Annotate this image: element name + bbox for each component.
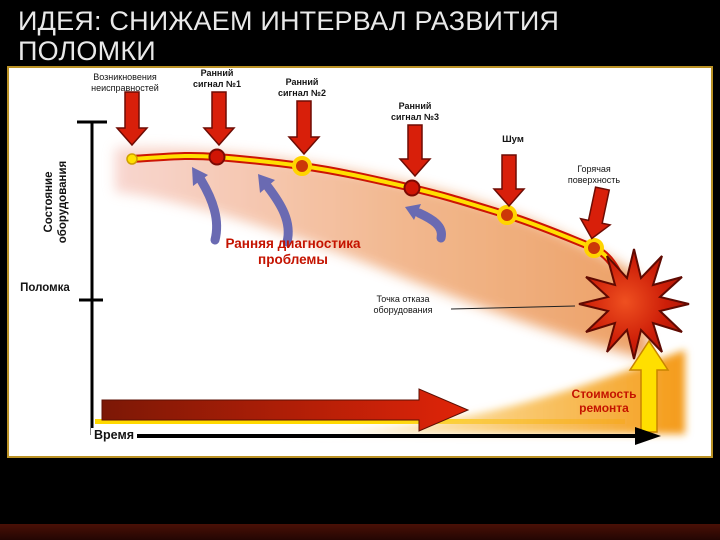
failure-starburst [578,248,690,360]
diagnostic-arrow-3 [405,204,446,243]
diagnostic-arrow-1 [192,167,222,245]
signal-point-2 [292,156,312,176]
breakdown-label: Поломка [20,282,70,294]
hot-surface-arrow [579,186,612,240]
x-axis-label: Время [91,428,137,443]
bottom-accent-bar [0,524,720,540]
signal-point-5 [584,238,604,258]
label-failure-point: Точка отказа оборудования [373,294,433,315]
fault-origin-arrow [115,91,149,147]
diagram-panel: Возникновения неисправностей Ранний сигн… [7,66,713,458]
early-signal-arrow-1 [202,91,236,147]
signal-point-start [126,153,138,165]
noise-arrow [492,154,526,208]
label-early-diagnostics: Ранняя диагностика проблемы [225,236,361,267]
label-early-signal-1: Ранний сигнал №1 [193,68,241,89]
label-noise: Шум [502,134,524,145]
label-fault-origin: Возникновения неисправностей [91,72,159,93]
early-signal-arrow-2 [287,100,321,156]
repair-cost-glow [259,350,685,434]
label-early-signal-2: Ранний сигнал №2 [278,77,326,98]
label-hot-surface: Горячая поверхность [567,164,621,185]
diagnostic-arrow-2 [258,174,293,247]
signal-point-4 [497,205,517,225]
cost-baseline [95,419,625,424]
early-signal-arrow-3 [398,124,432,178]
label-repair-cost: Стоимость ремонта [571,387,637,416]
cost-growth-arrow [101,388,470,432]
signal-point-3 [403,179,421,197]
diagram-canvas [77,91,690,445]
failure-point-leader [450,305,576,310]
signal-point-1 [208,148,226,166]
failure-development-band [115,147,651,360]
repair-cost-arrow [628,339,670,433]
x-axis-arrowhead [635,427,661,445]
y-axis-label: Состояние оборудования [43,160,69,244]
slide-title: ИДЕЯ: СНИЖАЕМ ИНТЕРВАЛ РАЗВИТИЯ ПОЛОМКИ [18,6,560,67]
label-early-signal-3: Ранний сигнал №3 [391,101,439,122]
